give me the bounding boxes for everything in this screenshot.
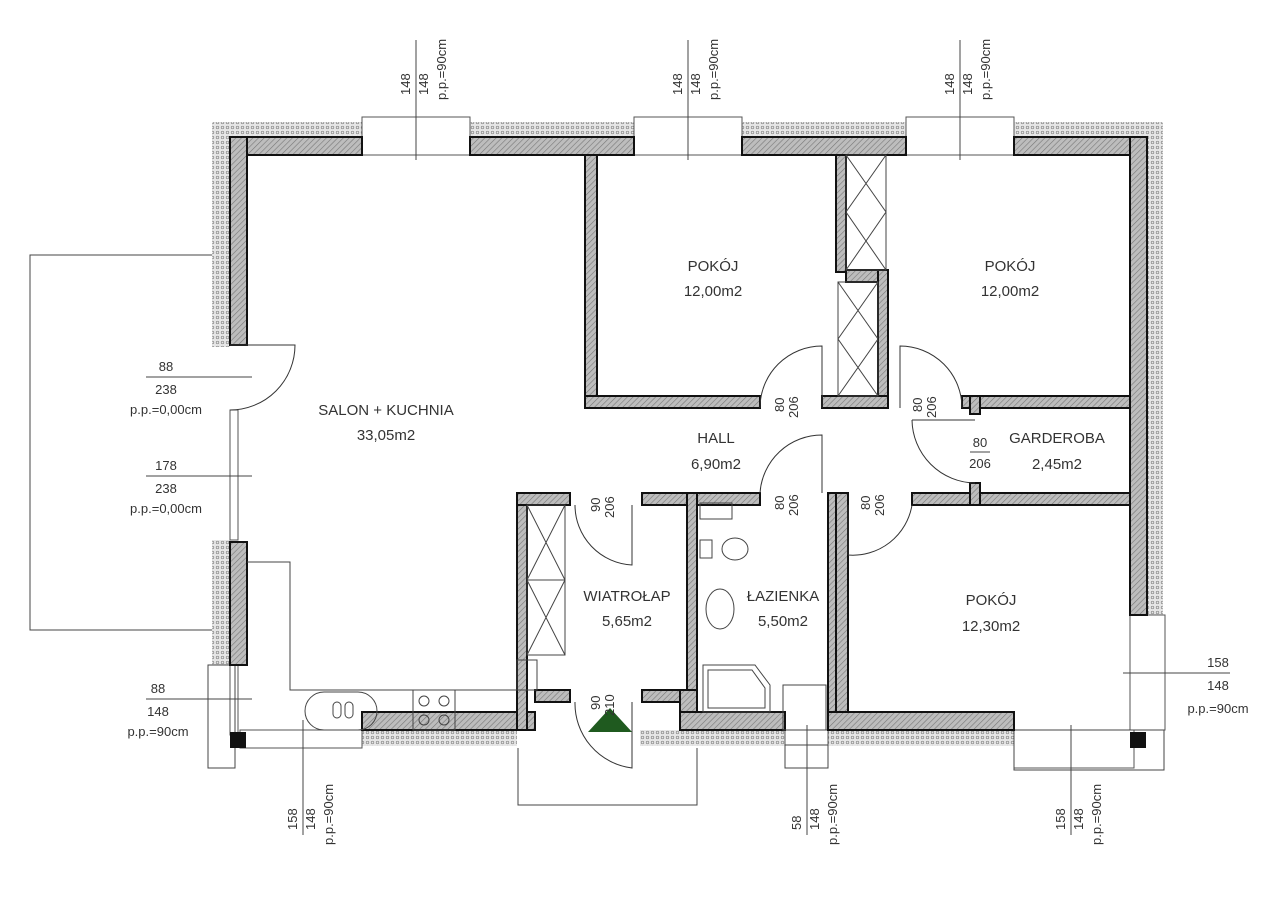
- dimension-label: 148: [807, 808, 822, 830]
- kitchen-sink-icon: [304, 691, 378, 731]
- dimension-label: 206: [969, 456, 991, 471]
- dimension-label: 238: [155, 481, 177, 496]
- dimension-label: 178: [155, 458, 177, 473]
- room-name: POKÓJ: [985, 258, 1036, 275]
- dimension-label: 206: [872, 494, 887, 516]
- room-labels: SALON + KUCHNIA 33,05m2 POKÓJ 12,00m2 PO…: [318, 258, 1105, 635]
- dimension-label: 206: [924, 396, 939, 418]
- dimension-label: 158: [285, 808, 300, 830]
- dimension-label: 58: [789, 816, 804, 830]
- room-area: 33,05m2: [357, 427, 415, 444]
- washbasin-icon: [705, 588, 735, 630]
- dimension-label: p.p.=90cm: [127, 724, 188, 739]
- dimension-label: 90: [588, 498, 603, 512]
- room-area: 2,45m2: [1032, 456, 1082, 473]
- room-name: SALON + KUCHNIA: [318, 402, 453, 419]
- terrace-glazing: [229, 409, 239, 541]
- right-window-label: 158 148 p.p.=90cm: [1123, 655, 1249, 716]
- dimension-label: 210: [602, 694, 617, 716]
- dimension-label: 148: [942, 73, 957, 95]
- room-area: 5,50m2: [758, 613, 808, 630]
- room-area: 12,30m2: [962, 618, 1020, 635]
- dimension-label: 80: [772, 398, 787, 412]
- toilet-icon: [721, 537, 749, 561]
- dimension-label: p.p.=90cm: [434, 39, 449, 100]
- dimension-label: 206: [786, 494, 801, 516]
- room-name: WIATROŁAP: [583, 588, 670, 605]
- dimension-label: 148: [960, 73, 975, 95]
- stove-icon: [412, 689, 456, 731]
- dimension-label: 148: [670, 73, 685, 95]
- dimension-label: 238: [155, 382, 177, 397]
- doors: [229, 344, 976, 769]
- dimension-label: 148: [398, 73, 413, 95]
- dimension-label: 206: [786, 396, 801, 418]
- left-opening-labels: 88 238 p.p.=0,00cm 178 238 p.p.=0,00cm 8…: [127, 359, 252, 739]
- dimension-label: 206: [602, 496, 617, 518]
- room-name: POKÓJ: [688, 258, 739, 275]
- dimension-label: 148: [303, 808, 318, 830]
- dimension-label: 148: [688, 73, 703, 95]
- room-area: 12,00m2: [684, 283, 742, 300]
- ventilation-icon: [699, 502, 733, 520]
- dimension-label: 80: [772, 496, 787, 510]
- dimension-label: p.p.=90cm: [825, 784, 840, 845]
- dimension-label: 90: [588, 696, 603, 710]
- bottom-window-labels: 158 148 p.p.=90cm 58 148 p.p.=90cm 158 1…: [285, 720, 1104, 845]
- dimension-label: 148: [416, 73, 431, 95]
- dimension-label: 80: [910, 398, 925, 412]
- top-window-labels: 148 148 p.p.=90cm 148 148 p.p.=90cm 148 …: [398, 39, 993, 160]
- dimension-label: p.p.=90cm: [321, 784, 336, 845]
- dimension-label: p.p.=90cm: [1187, 701, 1248, 716]
- washing-machine-icon: [782, 684, 827, 731]
- dimension-label: 148: [1071, 808, 1086, 830]
- dimension-label: 148: [147, 704, 169, 719]
- dimension-label: 88: [159, 359, 173, 374]
- dimension-label: 158: [1207, 655, 1229, 670]
- window-bottom-room: [1013, 729, 1135, 769]
- room-name: HALL: [697, 430, 735, 447]
- room-name: GARDEROBA: [1009, 430, 1105, 447]
- room-name: ŁAZIENKA: [747, 588, 820, 605]
- dimension-label: 80: [973, 435, 987, 450]
- dimension-label: p.p.=90cm: [978, 39, 993, 100]
- window-left-kitchen: [229, 664, 239, 736]
- dimension-label: p.p.=0,00cm: [130, 501, 202, 516]
- fixtures: [247, 502, 827, 731]
- wardrobes: [526, 154, 887, 656]
- shower-icon: [702, 664, 771, 713]
- dimension-label: 158: [1053, 808, 1068, 830]
- corner-post: [230, 732, 246, 748]
- entrance-marker-icon: [588, 708, 632, 732]
- dimension-label: 80: [858, 496, 873, 510]
- dimension-label: p.p.=90cm: [706, 39, 721, 100]
- room-name: POKÓJ: [966, 592, 1017, 609]
- dimension-label: p.p.=0,00cm: [130, 402, 202, 417]
- terrace-outline: [29, 254, 212, 631]
- room-area: 5,65m2: [602, 613, 652, 630]
- dimension-label: 88: [151, 681, 165, 696]
- room-area: 6,90m2: [691, 456, 741, 473]
- window-bottom-kitchen: [239, 729, 363, 749]
- room-area: 12,00m2: [981, 283, 1039, 300]
- dimension-label: p.p.=90cm: [1089, 784, 1104, 845]
- entrance-step-outline: [517, 748, 698, 806]
- dimension-label: 148: [1207, 678, 1229, 693]
- corner-post: [1130, 732, 1146, 748]
